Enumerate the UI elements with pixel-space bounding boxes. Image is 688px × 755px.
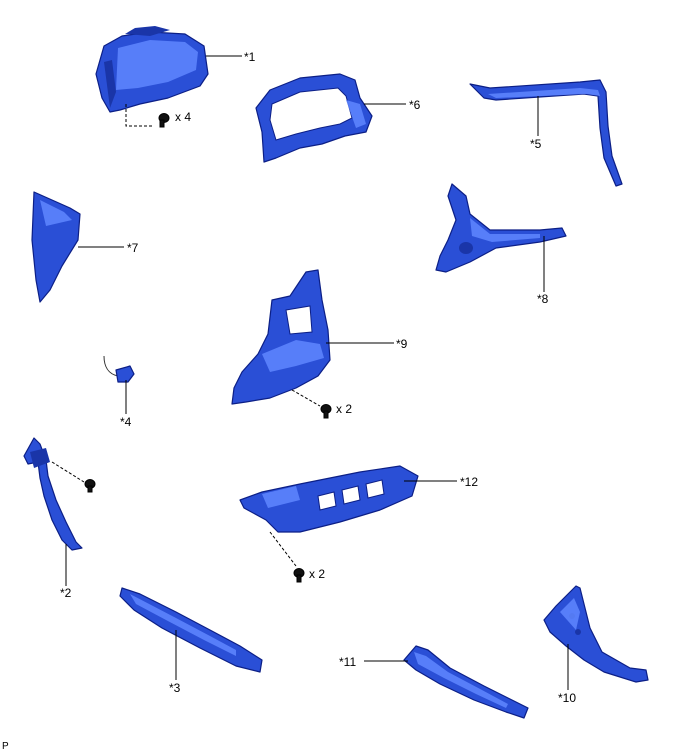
- cluster-screw-count: x 4: [175, 110, 192, 124]
- part-9-screw-leader: [291, 389, 321, 407]
- panel12-screw-count: x 2: [309, 567, 326, 581]
- part-5-molding: [469, 79, 623, 187]
- part-3-sill-plate: [119, 587, 263, 673]
- part-label-3: *3: [169, 681, 181, 695]
- part-label-8: *8: [537, 292, 549, 306]
- part-10-trim: [543, 585, 649, 683]
- part-label-7: *7: [127, 241, 139, 255]
- part-1-screw-leader: [125, 104, 152, 127]
- part-label-4: *4: [120, 415, 132, 429]
- part-6-meter-hood: [255, 73, 373, 163]
- part-label-6: *6: [409, 98, 421, 112]
- part-2-screw-leader: [51, 461, 85, 483]
- part-2-screw-icon: [84, 479, 96, 493]
- part-2-garnish: [23, 437, 83, 551]
- part-label-2: *2: [60, 586, 72, 600]
- part-label-10: *10: [558, 691, 577, 705]
- part-9-lower-panel: [231, 269, 331, 405]
- panel12-screw-icon: [293, 568, 305, 583]
- part-7-side-panel: [31, 191, 81, 303]
- part-8-pillar-garnish: [435, 183, 567, 273]
- part-label-1: *1: [244, 50, 256, 64]
- part-11-scuff-plate: [403, 645, 529, 719]
- part-12-screw-leader: [269, 531, 297, 567]
- panel9-screw-count: x 2: [336, 402, 353, 416]
- cluster-screw-icon: [158, 113, 170, 128]
- part-4-sensor: [103, 355, 135, 383]
- panel9-screw-icon: [320, 404, 332, 419]
- part-label-5: *5: [530, 137, 542, 151]
- part-label-9: *9: [396, 337, 408, 351]
- figure-code: P: [2, 741, 9, 752]
- part-12-lower-panel: [239, 465, 419, 533]
- part-label-11: *11: [339, 655, 357, 669]
- part-label-12: *12: [460, 475, 479, 489]
- part-1-combination-meter: [95, 26, 209, 113]
